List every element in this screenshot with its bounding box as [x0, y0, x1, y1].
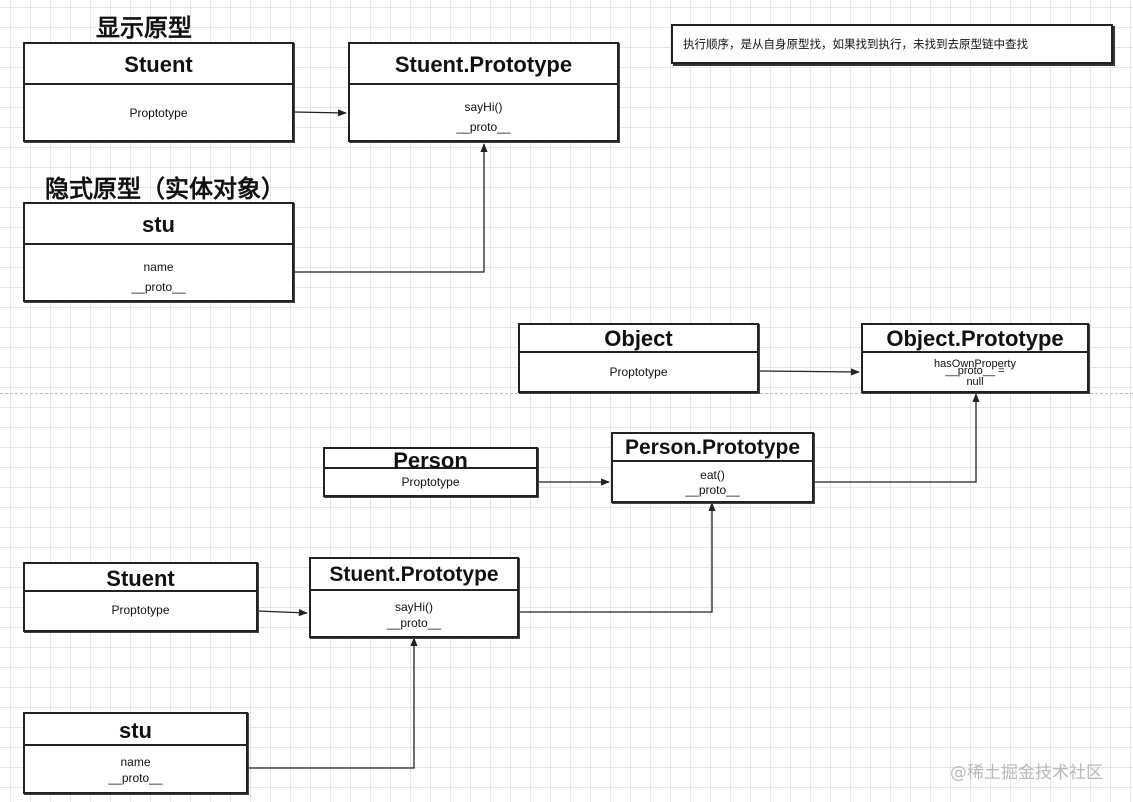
execution-order-note: 执行顺序，是从自身原型找，如果找到执行，未找到去原型链中查找 [671, 24, 1113, 64]
box-body: name __proto__ [25, 245, 292, 297]
name-property: name [143, 260, 174, 274]
box-stuent-bottom: Stuent Proptotype [23, 562, 258, 632]
box-title: Person.Prototype [613, 434, 812, 462]
box-stuent-prototype-top: Stuent.Prototype sayHi() __proto__ [348, 42, 619, 142]
box-object-prototype: Object.Prototype hasOwnProperty __proto_… [861, 323, 1089, 393]
watermark: @稀土掘金技术社区 [950, 763, 1103, 783]
box-title: Person [325, 449, 536, 473]
proto-property: __proto__ [386, 616, 442, 630]
box-stuent-prototype-bottom: Stuent.Prototype sayHi() __proto__ [309, 557, 519, 638]
proto-property: __proto__ [131, 280, 186, 294]
box-title: stu [25, 714, 246, 746]
box-body: sayHi() __proto__ [311, 591, 517, 631]
box-body: Proptotype [325, 469, 536, 489]
box-title: Stuent [25, 564, 256, 592]
arrow-object-to-prototype [758, 368, 860, 376]
box-body: eat() __proto__ [613, 462, 812, 498]
proto-property: __proto__ [685, 483, 740, 497]
prototype-property: Proptotype [401, 475, 460, 489]
box-title: Object.Prototype [863, 325, 1087, 353]
box-body: name __proto__ [25, 746, 246, 786]
null-value: null [966, 376, 984, 388]
box-person-prototype: Person.Prototype eat() __proto__ [611, 432, 814, 503]
prototype-property: Proptotype [129, 106, 188, 120]
box-stu-bottom: stu name __proto__ [23, 712, 248, 794]
box-body: Proptotype [25, 85, 292, 120]
prototype-property: Proptotype [111, 603, 170, 617]
arrow-stuent-to-prototype-top [293, 109, 347, 117]
method-eat: eat() [700, 468, 725, 482]
box-body: Proptotype [25, 592, 256, 617]
box-body: hasOwnProperty __proto__ = null [863, 353, 1087, 388]
box-title: stu [25, 204, 292, 245]
arrow-stu-proto-bottom [248, 637, 418, 769]
section-divider [0, 393, 1133, 394]
box-title: Object [520, 325, 757, 353]
arrow-stu-proto-top [294, 143, 488, 273]
box-stuent-top: Stuent Proptotype [23, 42, 294, 142]
box-title: Stuent.Prototype [311, 559, 517, 591]
box-title: Stuent [25, 44, 292, 85]
box-body: sayHi() __proto__ [350, 85, 617, 137]
name-property: name [120, 755, 151, 769]
prototype-property: Proptotype [609, 365, 668, 379]
method-hasownproperty: hasOwnProperty [934, 358, 1016, 370]
box-title: Stuent.Prototype [350, 44, 617, 85]
proto-property: __proto__ = [945, 365, 1005, 377]
heading-implicit-prototype: 隐式原型（实体对象） [45, 175, 285, 203]
arrow-person-proto-to-object-prototype [814, 393, 980, 483]
arrow-stuent-to-prototype-bottom [257, 609, 308, 617]
proto-property: __proto__ [456, 120, 511, 134]
proto-property: __proto__ [108, 771, 163, 785]
box-stu-top: stu name __proto__ [23, 202, 294, 302]
heading-explicit-prototype: 显示原型 [96, 14, 192, 42]
arrow-stuent-proto-to-person-prototype [519, 502, 716, 613]
method-sayhi: sayHi() [395, 600, 433, 614]
box-body: Proptotype [520, 353, 757, 379]
box-object: Object Proptotype [518, 323, 759, 393]
method-sayhi: sayHi() [464, 100, 503, 114]
box-person: Person Proptotype [323, 447, 538, 497]
